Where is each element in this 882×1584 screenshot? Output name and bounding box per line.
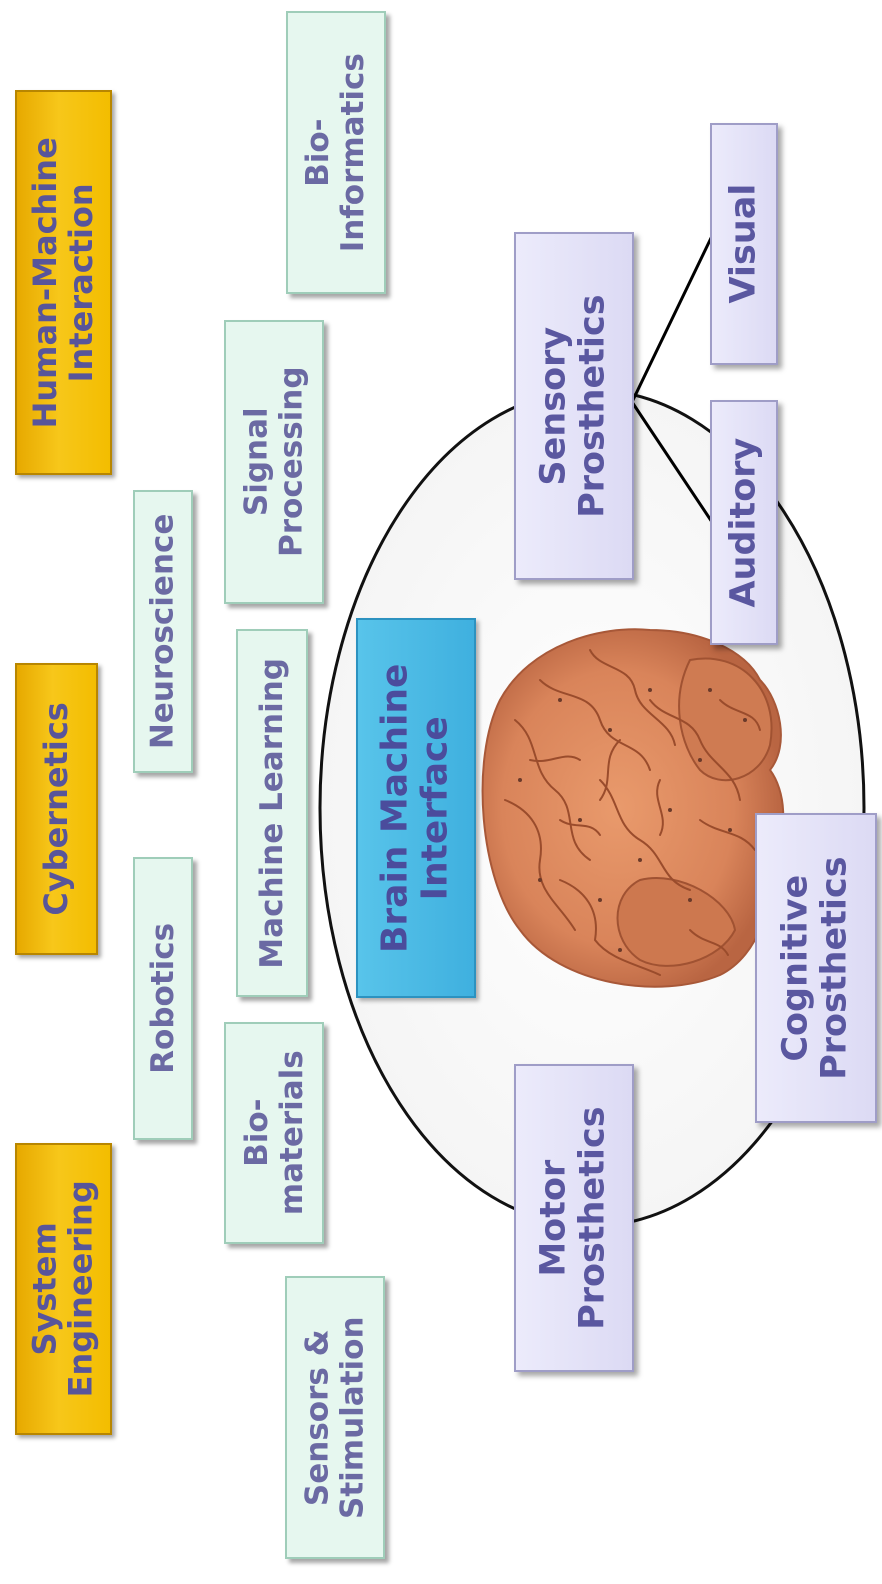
- robotics-box: Robotics: [133, 857, 193, 1140]
- bmi-line2: Interface: [416, 663, 456, 952]
- motor-line1: Motor: [535, 1106, 574, 1329]
- neuroscience-box: Neuroscience: [133, 490, 193, 773]
- cybernetics-box: Cybernetics: [15, 663, 98, 955]
- biomaterials-line2: materials: [274, 1051, 309, 1216]
- auditory-box: Auditory: [710, 400, 778, 645]
- visual-label: Visual: [724, 184, 763, 304]
- robotics-label: Robotics: [146, 923, 181, 1074]
- connector-visual: [632, 236, 712, 402]
- neuroscience-label: Neuroscience: [146, 514, 181, 750]
- sensors-line2: Stimulation: [335, 1316, 370, 1519]
- auditory-label: Auditory: [724, 438, 763, 608]
- bioinformatics-box: Bio-Informatics: [286, 11, 386, 294]
- motor-line2: Prosthetics: [574, 1106, 613, 1329]
- biomaterials-line1: Bio-: [239, 1051, 274, 1216]
- cognitive-line1: Cognitive: [777, 856, 816, 1079]
- signal-processing-line2: Processing: [274, 367, 309, 558]
- bioinformatics-line2: Informatics: [336, 53, 371, 252]
- system-engineering-line2: Engineering: [64, 1180, 100, 1397]
- cognitive-line2: Prosthetics: [816, 856, 855, 1079]
- signal-processing-line1: Signal: [239, 367, 274, 558]
- visual-box: Visual: [710, 123, 778, 365]
- bmi-line1: Brain Machine: [376, 663, 416, 952]
- sensors-stimulation-box: Sensors &Stimulation: [285, 1276, 385, 1559]
- machine-learning-box: Machine Learning: [236, 629, 308, 997]
- bioinformatics-line1: Bio-: [301, 53, 336, 252]
- human-machine-line2: Interaction: [64, 137, 100, 428]
- brain-image: [483, 629, 784, 986]
- sensory-line1: Sensory: [535, 294, 574, 517]
- machine-learning-label: Machine Learning: [255, 658, 290, 969]
- human-machine-line1: Human-Machine: [28, 137, 64, 428]
- sensory-line2: Prosthetics: [574, 294, 613, 517]
- biomaterials-box: Bio-materials: [224, 1022, 324, 1244]
- system-engineering-line1: System: [28, 1180, 64, 1397]
- sensors-line1: Sensors &: [300, 1316, 335, 1519]
- cybernetics-label: Cybernetics: [39, 702, 75, 916]
